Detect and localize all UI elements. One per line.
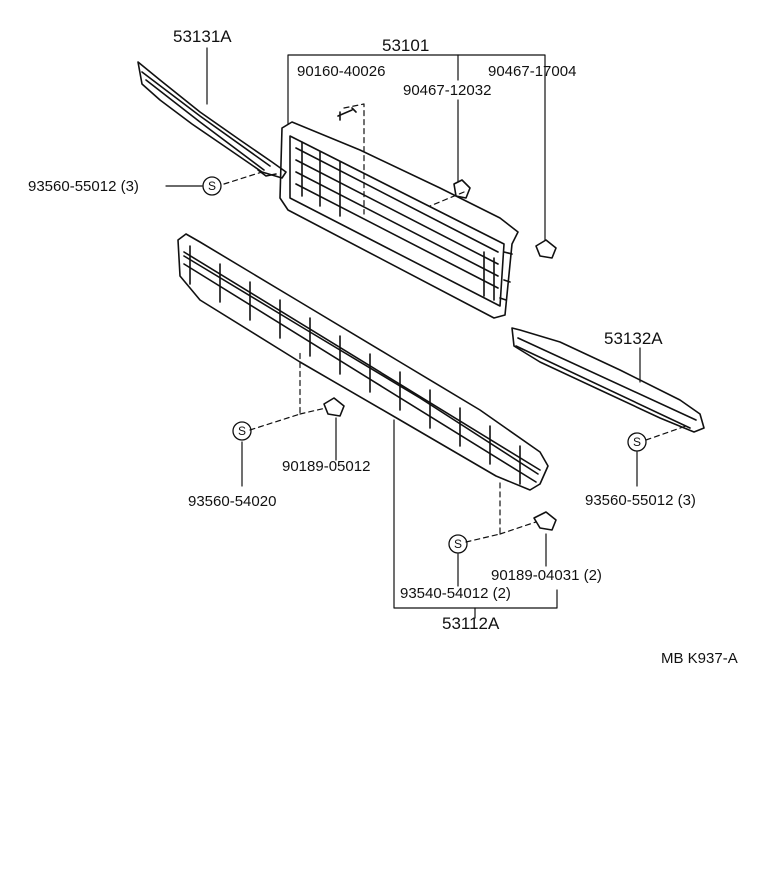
- s-letter: S: [208, 179, 216, 193]
- s-circle-lower: [448, 534, 468, 554]
- part-label-53112A: 53112A: [442, 614, 500, 633]
- screw-90160: [337, 107, 357, 121]
- clip-90189-04031: [533, 511, 557, 531]
- part-label-53132A: 53132A: [604, 329, 663, 348]
- clip-symbol-letters: S S S S: [208, 179, 641, 551]
- right-molding-53132A: [511, 327, 705, 433]
- part-label-93560-55012-right: 93560-55012 (3): [585, 492, 696, 509]
- s-letter: S: [454, 537, 462, 551]
- clip-symbols: [202, 176, 647, 554]
- left-molding-53131A: [137, 61, 287, 179]
- part-label-93560-54020: 93560-54020: [188, 493, 277, 510]
- dashed-leaders: [223, 103, 687, 543]
- clip-90467-12032: [453, 179, 471, 199]
- s-letter: S: [238, 424, 246, 438]
- part-label-90467-12032: 90467-12032: [403, 82, 492, 99]
- part-label-53101: 53101: [382, 36, 430, 55]
- part-label-90160-40026: 90160-40026: [297, 63, 386, 80]
- clip-90467-17004: [535, 239, 557, 259]
- clip-90189-05012: [323, 397, 345, 417]
- s-letter: S: [633, 435, 641, 449]
- s-circle-left: [202, 176, 222, 196]
- part-label-90189-05012: 90189-05012: [282, 458, 371, 475]
- part-label-90189-04031: 90189-04031 (2): [491, 567, 602, 584]
- leader-lines: [165, 47, 641, 619]
- diagram-code: MB K937-A: [661, 650, 738, 667]
- s-circle-lower-left: [232, 421, 252, 441]
- part-label-53131A: 53131A: [173, 27, 232, 46]
- lower-grille-53112A: [177, 233, 549, 491]
- s-circle-right: [627, 432, 647, 452]
- part-label-93560-55012-left: 93560-55012 (3): [28, 178, 139, 195]
- part-label-90467-17004: 90467-17004: [488, 63, 577, 80]
- part-label-93540-54012: 93540-54012 (2): [400, 585, 511, 602]
- upper-grille-53101: [279, 121, 519, 319]
